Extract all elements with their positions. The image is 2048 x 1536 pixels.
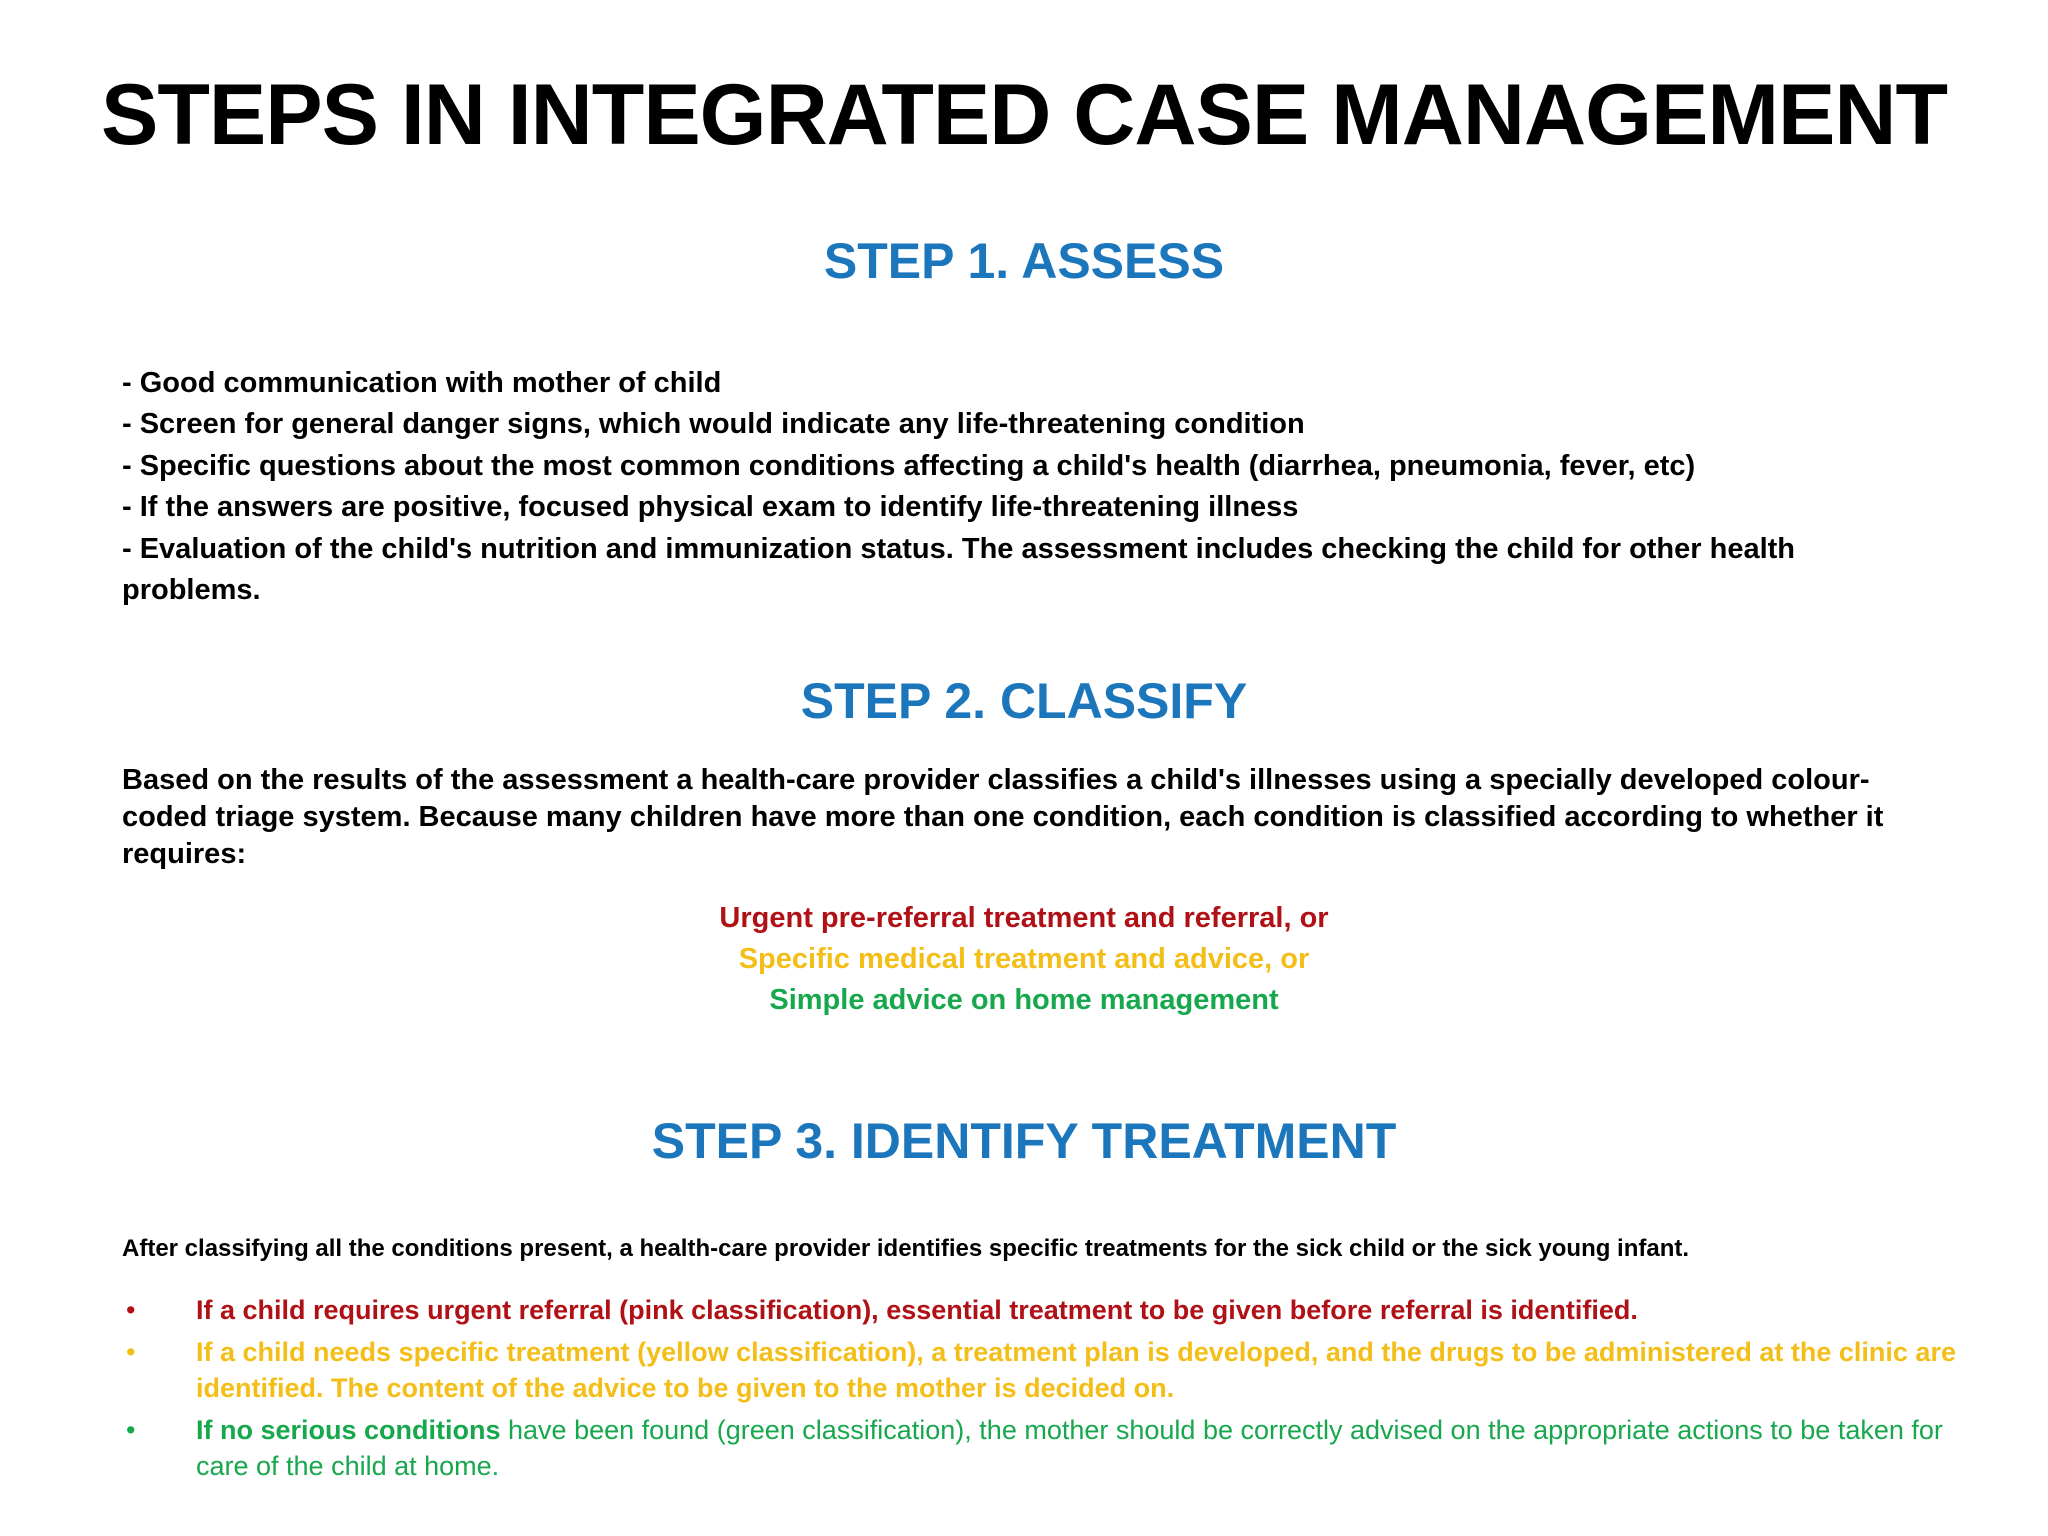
triage-classification-list: Urgent pre-referral treatment and referr… xyxy=(0,898,2048,1022)
bullet-text-green-rest: have been found (green classification), … xyxy=(196,1414,1943,1481)
bullet-dot-icon: • xyxy=(126,1295,136,1325)
step-1-list: - Good communication with mother of chil… xyxy=(122,363,1922,612)
triage-option-urgent: Urgent pre-referral treatment and referr… xyxy=(719,902,1329,934)
list-item: - Good communication with mother of chil… xyxy=(122,367,722,399)
triage-option-simple: Simple advice on home management xyxy=(769,984,1279,1017)
step-3-heading: STEP 3. IDENTIFY TREATMENT xyxy=(651,1113,1397,1169)
bullet-text-red: If a child requires urgent referral (pin… xyxy=(196,1295,1638,1325)
list-item: - Evaluation of the child's nutrition an… xyxy=(122,532,1796,607)
step-2-paragraph: Based on the results of the assessment a… xyxy=(122,764,1884,871)
list-item: • If a child requires urgent referral (p… xyxy=(118,1293,1978,1329)
bullet-text-green: If no serious conditions have been found… xyxy=(196,1413,1978,1485)
list-item: • If a child needs specific treatment (y… xyxy=(118,1335,1978,1407)
step-3-bullet-list: • If a child requires urgent referral (p… xyxy=(118,1293,1978,1491)
bullet-dot-icon: • xyxy=(126,1414,136,1445)
step-1-heading: STEP 1. ASSESS xyxy=(823,233,1225,289)
list-item: - Specific questions about the most comm… xyxy=(122,449,1696,482)
triage-option-specific: Specific medical treatment and advice, o… xyxy=(738,943,1310,976)
list-item: - If the answers are positive, focused p… xyxy=(122,491,1299,524)
bullet-text-yellow: If a child needs specific treatment (yel… xyxy=(196,1336,1956,1403)
step-2-heading: STEP 2. CLASSIFY xyxy=(800,673,1248,729)
bullet-text-green-lead: If no serious conditions xyxy=(196,1414,501,1445)
bullet-dot-icon: • xyxy=(126,1336,136,1367)
page-title: STEPS IN INTEGRATED CASE MANAGEMENT xyxy=(101,67,1948,163)
list-item: - Screen for general danger signs, which… xyxy=(122,408,1305,441)
step-3-intro-paragraph: After classifying all the conditions pre… xyxy=(122,1235,1690,1262)
list-item: • If no serious conditions have been fou… xyxy=(118,1413,1978,1485)
